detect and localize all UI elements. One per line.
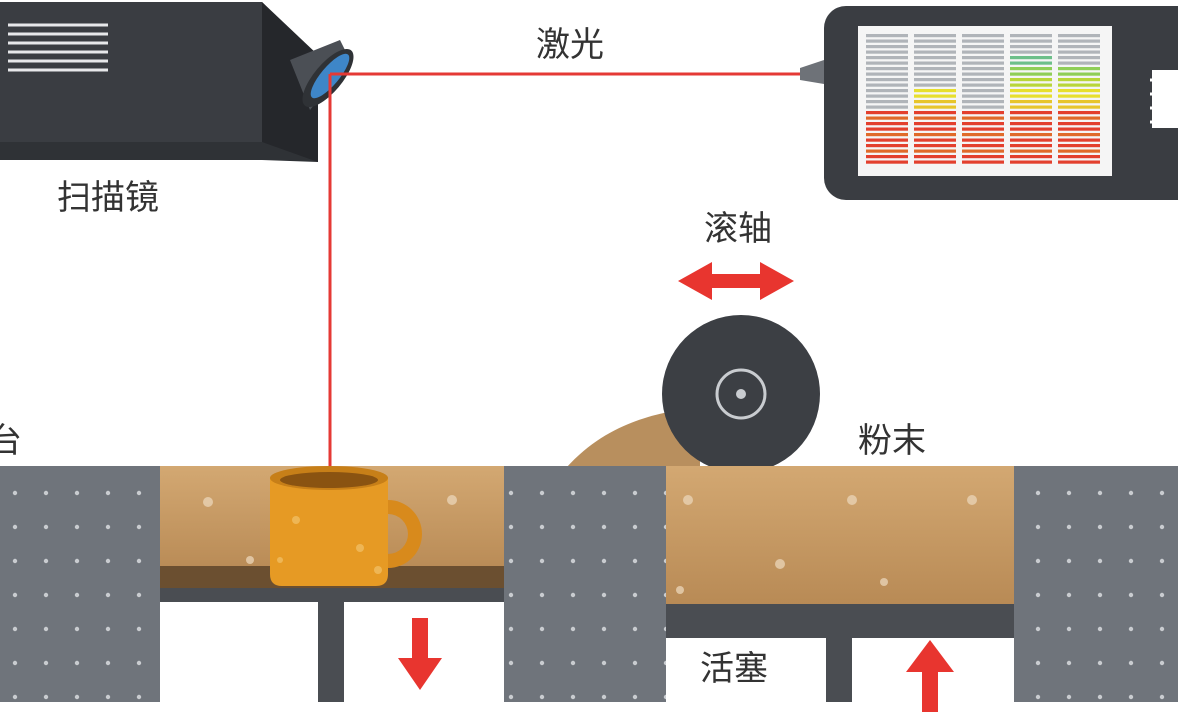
- laser-label: 激光: [536, 25, 604, 65]
- roller-icon: [662, 315, 820, 473]
- platform-label-partial: 台: [0, 421, 22, 461]
- monitor-screen-grid: [866, 34, 1100, 164]
- powder-label: 粉末: [858, 421, 926, 461]
- arrow-up-icon: [906, 640, 954, 712]
- control-monitor-icon: [800, 6, 1178, 200]
- powder-heap: [566, 412, 700, 468]
- laser-scanner-icon: [0, 2, 354, 162]
- printed-cup-icon: [270, 466, 422, 586]
- feed-chamber: [666, 466, 1014, 702]
- roller-label: 滚轴: [704, 209, 772, 249]
- double-arrow-icon: [678, 262, 794, 300]
- piston-label: 活塞: [700, 649, 768, 689]
- scanner-label: 扫描镜: [57, 178, 159, 218]
- scanner-vent-lines: [8, 23, 108, 72]
- middle-wall: [504, 466, 666, 702]
- arrow-down-icon: [398, 618, 442, 690]
- left-wall: [0, 466, 160, 702]
- right-wall: [1014, 466, 1178, 702]
- laser-beam: [328, 72, 812, 480]
